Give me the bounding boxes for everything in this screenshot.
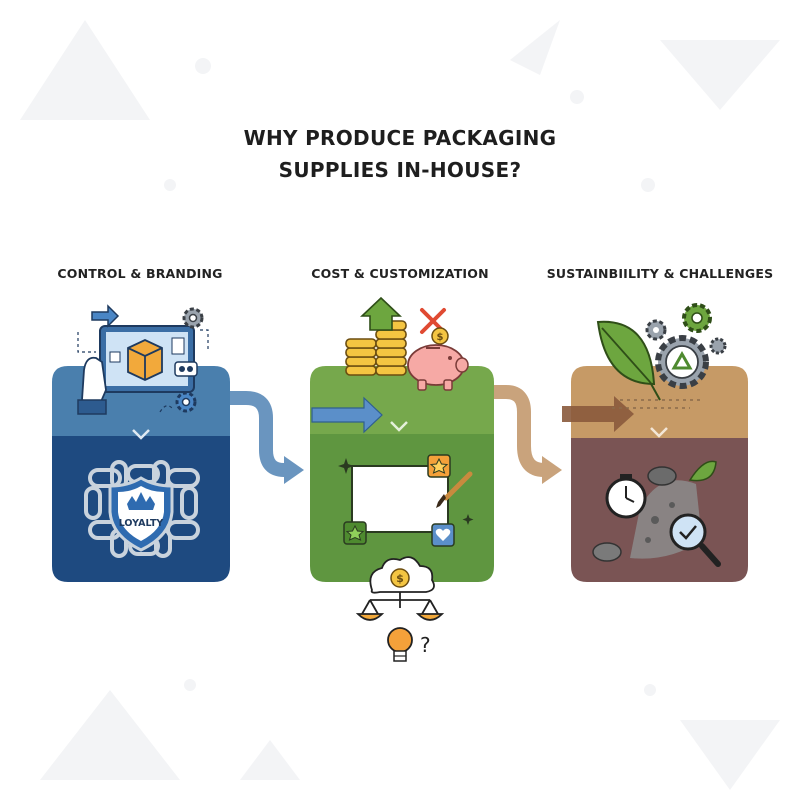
gear-icon [182,307,204,329]
question-mark-icon: ? [420,633,431,657]
shield-badge-label: LOYALTY [119,518,164,529]
growth-arrow-icon [359,296,403,331]
column-cost-customization: $ [310,296,494,662]
star-icon [427,454,451,478]
chevron-down-icon [650,427,668,438]
magnifier-check-icon [669,513,721,567]
column-sustainability-challenges [562,303,748,582]
package-box-icon [127,339,163,381]
cloud-coin-icon: $ [369,556,435,594]
leaf-icon-small [688,460,717,482]
panel-top-sustainability [571,366,748,440]
balance-scale-icon [355,592,445,621]
custom-design-frame [351,465,449,533]
column-label-control-branding: CONTROL & BRANDING [57,266,223,281]
column-label-sustainability-challenges: SUSTAINBIILITY & CHALLENGES [546,266,774,281]
column-label-cost-customization: COST & CUSTOMIZATION [311,266,489,281]
flow-arrow-1 [230,391,304,484]
coin-icon: $ [431,327,449,345]
hand-icon [77,356,107,415]
sparkle-icon [338,458,474,525]
toggle-icon [174,361,198,377]
flow-arrow-2 [494,385,562,484]
coin-stack-icon [345,320,407,376]
title-line-2: SUPPLIES IN-HOUSE? [278,158,522,182]
star-icon-green [343,521,367,545]
heart-icon [431,523,455,547]
leaf-icon [596,320,661,401]
cloud-currency-symbol: $ [396,572,404,585]
title-line-1: WHY PRODUCE PACKAGING [243,126,557,150]
coin-currency-symbol: $ [437,332,444,343]
gear-icon-blue [175,391,197,413]
lightbulb-icon [387,627,413,662]
page-title: WHY PRODUCE PACKAGING SUPPLIES IN-HOUSE? [0,122,800,186]
chevron-down-icon [390,421,408,432]
chevron-down-icon [132,429,150,440]
stopwatch-icon [605,474,647,519]
arrow-right-icon [311,396,383,434]
recycle-gear-icon [655,335,709,389]
gear-icon [682,303,712,333]
gear-icon-small [645,319,727,355]
arrow-right-icon [562,396,634,432]
shield-crown-icon [108,476,174,552]
arrow-right-icon [91,304,120,328]
paintbrush-icon [436,471,473,508]
piggy-bank-icon [407,344,469,391]
column-control-branding: LOYALTY [52,304,230,582]
